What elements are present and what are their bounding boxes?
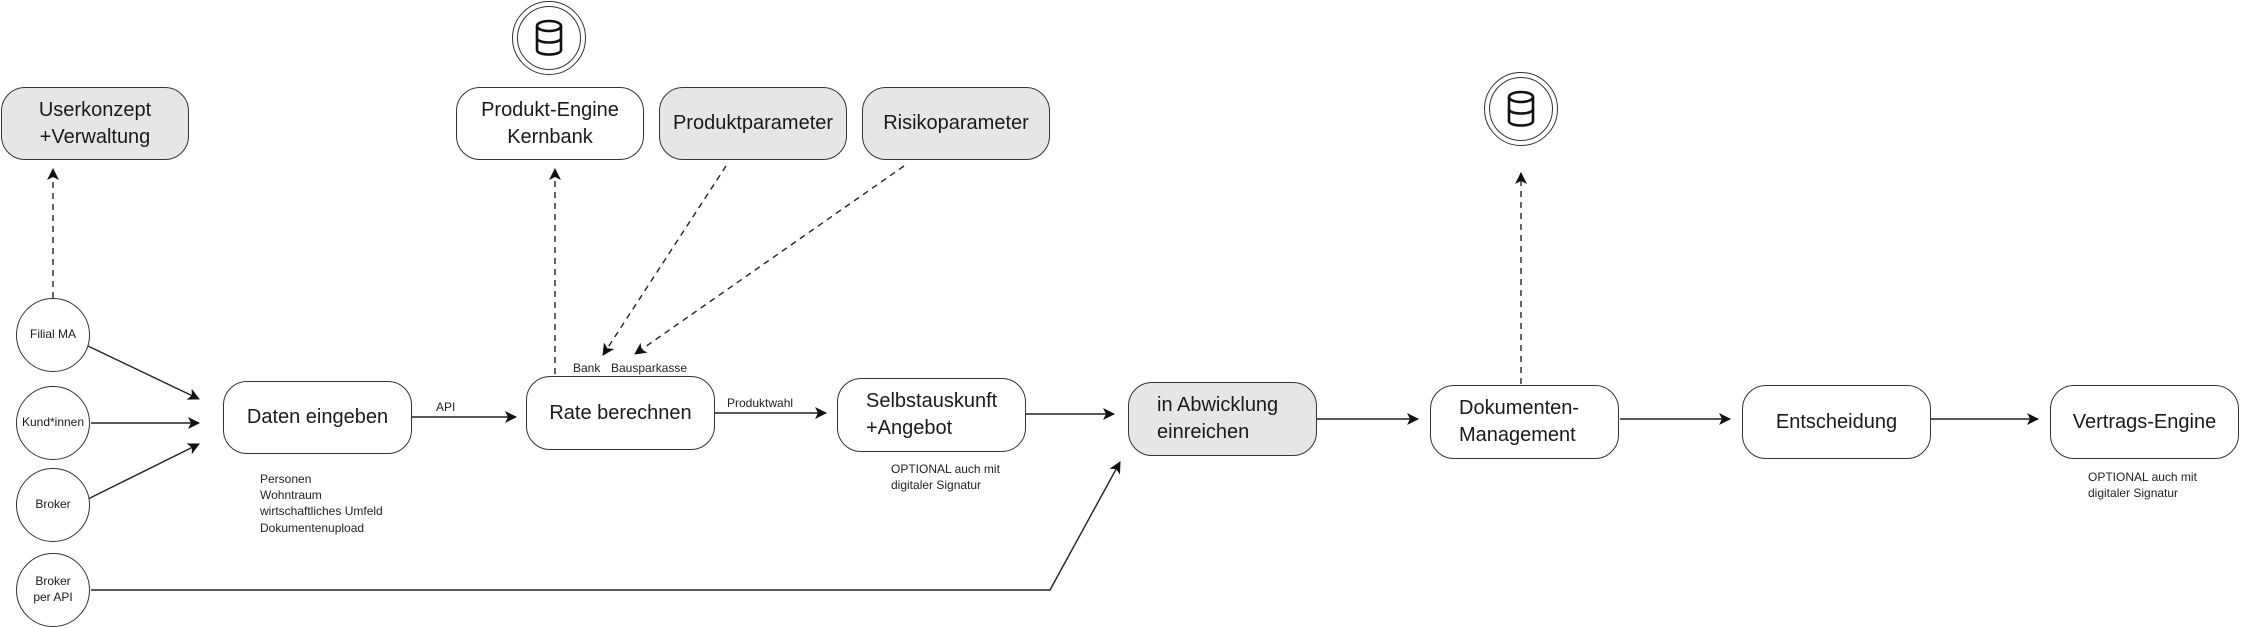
edge-label-bausparkasse: Bausparkasse [611, 361, 688, 375]
node-selbstauskunft[interactable]: Selbstauskunft +Angebot [837, 378, 1026, 452]
edge-label-api: API [436, 400, 456, 414]
database-icon [1507, 90, 1535, 127]
node-daten-eingeben[interactable]: Daten eingeben [223, 381, 412, 454]
node-userkonzept[interactable]: Userkonzept +Verwaltung [1, 87, 189, 160]
node-rate-berechnen[interactable]: Rate berechnen [526, 376, 715, 450]
database-icon [535, 19, 563, 56]
database-node-right [1484, 72, 1558, 146]
edge-produktparameter-to-rate [602, 165, 727, 356]
note-selbstauskunft: OPTIONAL auch mit digitaler Signatur [891, 462, 1000, 493]
node-produkt-engine[interactable]: Produkt-Engine Kernbank [456, 87, 644, 160]
node-produktparameter[interactable]: Produktparameter [659, 87, 847, 160]
actor-kundinnen[interactable]: Kund*innen [16, 386, 90, 460]
edge-broker-to-daten [87, 443, 200, 500]
edge-label-produktwahl: Produktwahl [727, 396, 794, 410]
node-vertrags-engine[interactable]: Vertrags-Engine [2050, 385, 2239, 459]
note-daten-eingeben: Personen Wohntraum wirtschaftliches Umfe… [260, 472, 383, 535]
edge-brokerapi-to-abwicklung [91, 461, 1121, 591]
edge-risikoparameter-to-rate [634, 165, 905, 355]
actor-broker-per-api[interactable]: Broker per API [16, 553, 90, 627]
note-vertrags-engine: OPTIONAL auch mit digitaler Signatur [2088, 470, 2197, 501]
edge-filial-to-daten [87, 345, 200, 400]
actor-broker[interactable]: Broker [16, 468, 90, 542]
node-risikoparameter[interactable]: Risikoparameter [862, 87, 1050, 160]
node-in-abwicklung[interactable]: in Abwicklung einreichen [1128, 382, 1317, 456]
node-dokumenten-management[interactable]: Dokumenten- Management [1430, 385, 1619, 459]
actor-filial-ma[interactable]: Filial MA [16, 298, 90, 372]
database-node-top [512, 1, 586, 75]
edge-label-bank: Bank [573, 361, 601, 375]
node-entscheidung[interactable]: Entscheidung [1742, 385, 1931, 459]
